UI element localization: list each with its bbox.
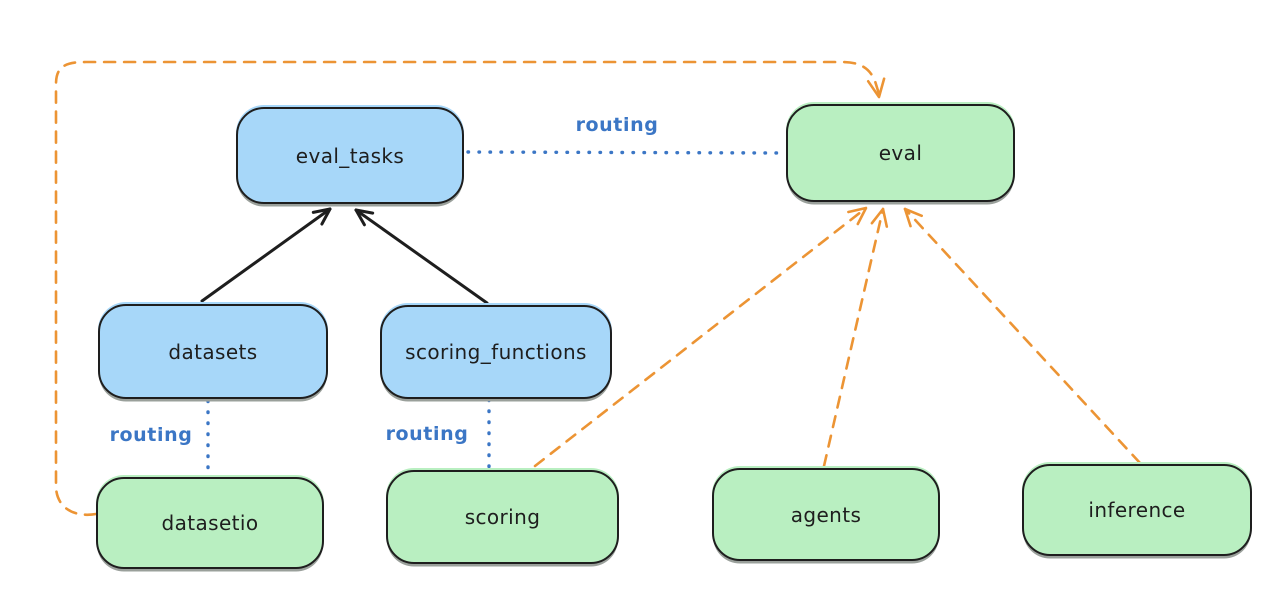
edge-scoring-functions-to-eval-tasks	[354, 208, 489, 305]
node-datasets-label: datasets	[168, 339, 258, 364]
node-scoring-functions-label: scoring_functions	[405, 340, 587, 364]
node-scoring-label: scoring	[464, 505, 541, 529]
edge-datasets-to-eval-tasks	[200, 207, 332, 303]
edge-agents-to-eval	[822, 207, 889, 468]
node-agents-label: agents	[790, 502, 862, 527]
node-datasets: datasets	[98, 304, 328, 399]
node-eval-tasks: eval_tasks	[236, 107, 464, 204]
edge-routing-eval-tasks-to-eval	[466, 150, 785, 155]
node-agents: agents	[712, 468, 940, 561]
edge-label-routing-datasets-datasetio: routing	[109, 424, 193, 446]
edge-label-routing-scoring-functions-scoring: routing	[385, 423, 469, 445]
edge-datasetio-to-eval	[54, 60, 886, 517]
node-inference-label: inference	[1088, 498, 1186, 522]
node-datasetio-label: datasetio	[161, 511, 259, 535]
edge-inference-to-eval	[903, 207, 1142, 465]
node-scoring: scoring	[386, 470, 619, 564]
node-eval-tasks-label: eval_tasks	[295, 143, 405, 168]
edge-label-routing-eval-tasks-eval: routing	[575, 114, 659, 136]
node-inference: inference	[1022, 464, 1252, 556]
node-eval: eval	[786, 104, 1015, 202]
node-scoring-functions: scoring_functions	[380, 305, 612, 399]
node-datasetio: datasetio	[96, 477, 324, 569]
node-eval-label: eval	[878, 141, 923, 165]
